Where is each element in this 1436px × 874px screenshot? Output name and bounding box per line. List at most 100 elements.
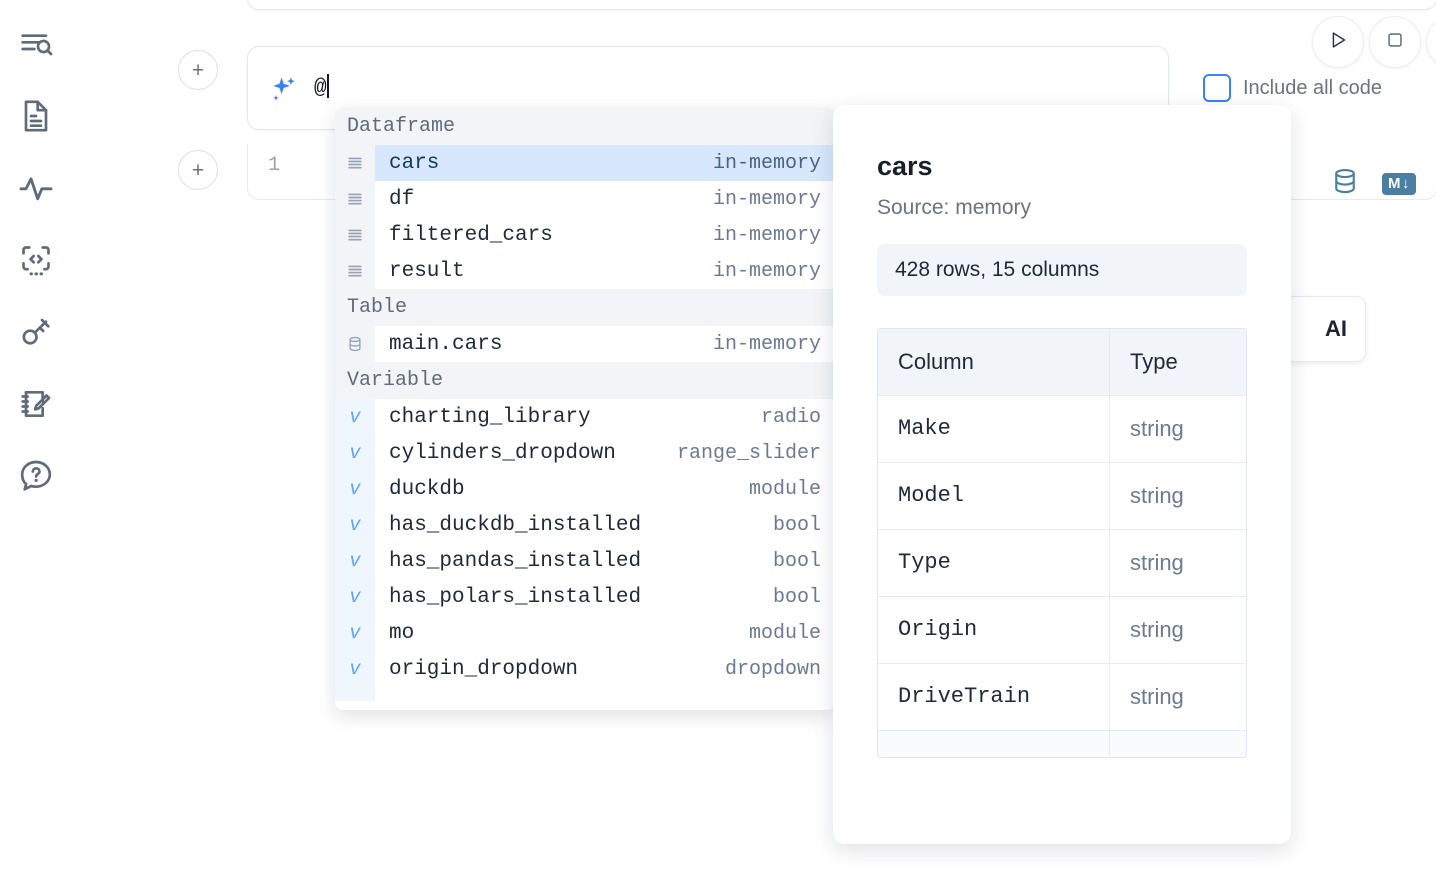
markdown-badge[interactable]: M↓ xyxy=(1382,172,1416,195)
cell-type: string xyxy=(1130,617,1184,642)
preview-source: Source: memory xyxy=(877,196,1032,219)
dropdown-item-meta: in-memory xyxy=(712,223,821,247)
dropdown-item-meta: in-memory xyxy=(712,151,821,175)
dropdown-item-has-polars-installed[interactable]: v has_polars_installed bool xyxy=(335,579,835,615)
include-all-code-checkbox[interactable] xyxy=(1203,74,1231,102)
markdown-badge-letter: M xyxy=(1388,174,1401,192)
cell-column: Origin xyxy=(878,597,1110,663)
cell-type: string xyxy=(1130,416,1184,441)
table-row-clipped xyxy=(878,731,1246,757)
dropdown-item-name: has_polars_installed xyxy=(389,585,642,609)
variable-icon: v xyxy=(335,399,375,435)
table-row: Make string xyxy=(878,396,1246,463)
sidebar-item-secrets[interactable] xyxy=(12,304,60,360)
dropdown-item-name: has_pandas_installed xyxy=(389,549,642,573)
variable-icon: v xyxy=(335,435,375,471)
dropdown-item-df[interactable]: df in-memory xyxy=(335,181,835,217)
preview-stats-badge: 428 rows, 15 columns xyxy=(877,244,1247,296)
dropdown-item-name: df xyxy=(389,187,415,211)
ai-prompt-input[interactable]: @ xyxy=(314,73,329,100)
table-row: Type string xyxy=(878,530,1246,597)
database-icon[interactable] xyxy=(1330,166,1360,201)
dropdown-item-meta: module xyxy=(748,621,821,645)
dropdown-item-has-duckdb-installed[interactable]: v has_duckdb_installed bool xyxy=(335,507,835,543)
cell-column: Make xyxy=(878,396,1110,462)
dropdown-item-meta: radio xyxy=(760,405,821,429)
autocomplete-dropdown[interactable]: Dataframe cars in-memory df in-memory xyxy=(335,108,835,710)
cell-type: string xyxy=(1130,684,1184,709)
dropdown-item-mo[interactable]: v mo module xyxy=(335,615,835,651)
dropdown-item-duckdb[interactable]: v duckdb module xyxy=(335,471,835,507)
dataframe-icon xyxy=(335,181,375,217)
dropdown-item-cylinders-dropdown[interactable]: v cylinders_dropdown range_slider xyxy=(335,435,835,471)
code-snippet-icon xyxy=(16,240,56,280)
dropdown-item-origin-dropdown[interactable]: v origin_dropdown dropdown xyxy=(335,651,835,687)
variable-icon: v xyxy=(335,615,375,651)
preview-title: cars xyxy=(877,151,933,181)
variable-icon: v xyxy=(335,543,375,579)
preview-schema-table: Column Type Make string Model string Typ… xyxy=(877,328,1247,758)
dropdown-group-header: Table xyxy=(335,289,835,326)
markdown-badge-arrow: ↓ xyxy=(1402,174,1410,192)
key-icon xyxy=(16,312,56,352)
cell-icon-group: M↓ xyxy=(1330,166,1416,201)
dropdown-item-meta: range_slider xyxy=(676,441,821,465)
dropdown-item-charting-library[interactable]: v charting_library radio xyxy=(335,399,835,435)
plus-icon: + xyxy=(191,158,205,182)
sidebar-item-help[interactable] xyxy=(12,448,60,504)
ai-prompt-value: @ xyxy=(314,77,327,100)
cell-column xyxy=(878,731,1110,757)
dropdown-item-name: result xyxy=(389,259,465,283)
table-header-row: Column Type xyxy=(878,329,1246,396)
dropdown-item-meta: bool xyxy=(772,549,821,573)
sparkle-icon xyxy=(266,73,300,107)
dropdown-item-cars[interactable]: cars in-memory xyxy=(335,145,835,181)
dropdown-item-name: mo xyxy=(389,621,415,645)
dropdown-item-meta: bool xyxy=(772,585,821,609)
add-cell-button-top[interactable]: + xyxy=(178,50,218,90)
cell-column: Model xyxy=(878,463,1110,529)
dropdown-item-meta: in-memory xyxy=(712,259,821,283)
sidebar-item-notebook[interactable] xyxy=(12,88,60,144)
table-row: DriveTrain string xyxy=(878,664,1246,731)
dropdown-item-name: has_duckdb_installed xyxy=(389,513,642,537)
dropdown-item-name: charting_library xyxy=(389,405,591,429)
more-actions-button[interactable] xyxy=(1426,16,1436,68)
sidebar-item-explore[interactable] xyxy=(12,16,60,72)
dropdown-item-result[interactable]: result in-memory xyxy=(335,253,835,289)
run-cell-button[interactable] xyxy=(1312,16,1364,68)
play-icon xyxy=(1327,29,1349,56)
include-all-code-row[interactable]: Include all code xyxy=(1203,74,1382,102)
text-caret xyxy=(326,74,329,98)
dropdown-item-name: origin_dropdown xyxy=(389,657,579,681)
variable-icon: v xyxy=(335,507,375,543)
variable-icon: v xyxy=(335,651,375,687)
sidebar-item-scratchpad[interactable] xyxy=(12,376,60,432)
stop-square-icon xyxy=(1384,29,1406,56)
dropdown-group-header: Dataframe xyxy=(335,108,835,145)
dropdown-item-name: duckdb xyxy=(389,477,465,501)
dropdown-item-name: filtered_cars xyxy=(389,223,553,247)
dataframe-preview-panel: cars Source: memory 428 rows, 15 columns… xyxy=(833,105,1291,844)
cell-column: Type xyxy=(878,530,1110,596)
cell-type: string xyxy=(1130,483,1184,508)
sidebar-item-snippets[interactable] xyxy=(12,232,60,288)
help-chat-icon xyxy=(16,456,56,496)
dropdown-item-has-pandas-installed[interactable]: v has_pandas_installed bool xyxy=(335,543,835,579)
previous-cell-edge xyxy=(247,0,1436,10)
add-cell-button-bottom[interactable]: + xyxy=(178,150,218,190)
cell-type: string xyxy=(1130,550,1184,575)
left-sidebar xyxy=(0,0,72,874)
dropdown-item-main-cars[interactable]: main.cars in-memory xyxy=(335,326,835,362)
dataframe-icon xyxy=(335,145,375,181)
dropdown-item-meta: bool xyxy=(772,513,821,537)
cell-type xyxy=(1110,731,1246,757)
dropdown-item-clipped[interactable] xyxy=(335,687,835,701)
dataframe-icon xyxy=(335,253,375,289)
table-row: Origin string xyxy=(878,597,1246,664)
table-db-icon xyxy=(335,326,375,362)
dropdown-item-filtered-cars[interactable]: filtered_cars in-memory xyxy=(335,217,835,253)
dropdown-item-name: main.cars xyxy=(389,332,503,356)
stop-cell-button[interactable] xyxy=(1369,16,1421,68)
sidebar-item-activity[interactable] xyxy=(12,160,60,216)
